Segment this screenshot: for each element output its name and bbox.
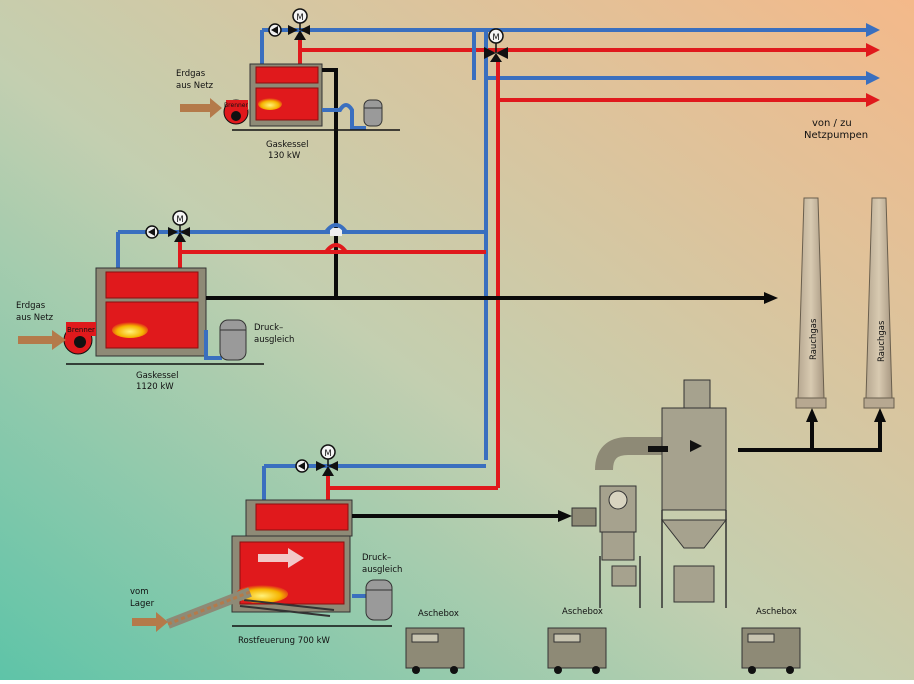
network-pumps-label-2: Netzpumpen — [804, 130, 868, 141]
network-pipes — [262, 23, 880, 488]
svg-text:Aschebox: Aschebox — [418, 609, 459, 619]
svg-text:Gaskessel: Gaskessel — [136, 371, 179, 381]
dust-separator — [571, 379, 886, 608]
svg-text:Lager: Lager — [130, 599, 155, 609]
svg-text:aus Netz: aus Netz — [176, 81, 214, 91]
svg-text:ausgleich: ausgleich — [254, 335, 294, 345]
svg-text:Rauchgas: Rauchgas — [877, 320, 887, 362]
chimney-1: Rauchgas — [795, 197, 827, 409]
svg-text:Aschebox: Aschebox — [562, 607, 603, 617]
svg-text:Aschebox: Aschebox — [756, 607, 797, 617]
svg-text:vom: vom — [130, 587, 149, 597]
chimney-2: Rauchgas — [863, 197, 895, 409]
svg-text:Erdgas: Erdgas — [176, 69, 206, 79]
svg-text:130 kW: 130 kW — [268, 151, 301, 161]
svg-text:M: M — [492, 33, 499, 43]
svg-text:Brenner: Brenner — [224, 102, 248, 109]
svg-text:ausgleich: ausgleich — [362, 565, 402, 575]
svg-text:1120 kW: 1120 kW — [136, 382, 174, 392]
svg-text:M: M — [296, 13, 303, 23]
svg-text:aus Netz: aus Netz — [16, 313, 54, 323]
svg-text:Brenner: Brenner — [67, 326, 95, 334]
gas-boiler-1120kw: M Brenner Erdgas aus Netz Druck– ausglei… — [16, 210, 778, 392]
network-pumps-label-1: von / zu — [812, 118, 852, 129]
svg-text:Rostfeuerung 700 kW: Rostfeuerung 700 kW — [238, 636, 331, 646]
svg-text:Gaskessel: Gaskessel — [266, 140, 309, 150]
gas-boiler-130kw: M Brenner Erdgas aus Netz Gaskessel 130 … — [176, 8, 400, 298]
ash-box-2: Aschebox — [547, 607, 607, 674]
mixing-valve-trunk: M — [484, 28, 508, 62]
svg-text:Druck–: Druck– — [362, 553, 391, 563]
svg-text:M: M — [324, 449, 331, 459]
svg-text:Rauchgas: Rauchgas — [809, 318, 819, 360]
ash-box-1: Aschebox — [405, 609, 465, 674]
grate-firing-700kw: M vom Lager Druck– ausgleich Rostfe — [130, 444, 572, 646]
svg-text:M: M — [176, 215, 183, 225]
ash-box-3: Aschebox — [741, 607, 801, 674]
svg-text:Druck–: Druck– — [254, 323, 283, 333]
svg-text:Erdgas: Erdgas — [16, 301, 46, 311]
